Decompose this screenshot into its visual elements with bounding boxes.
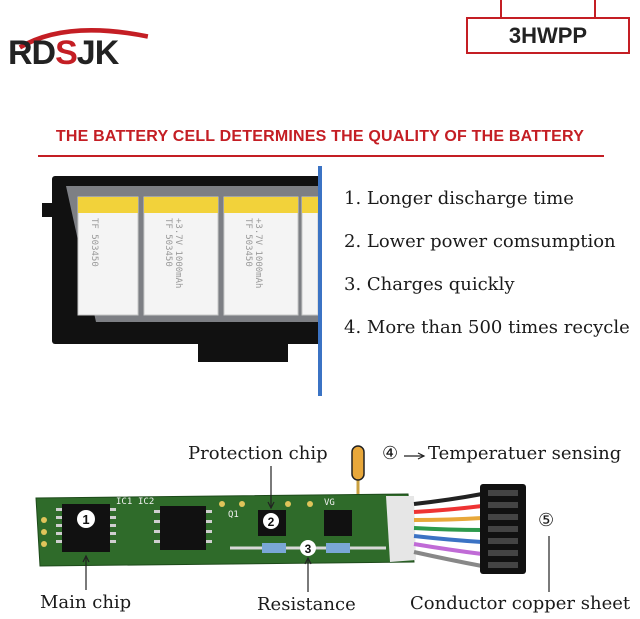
logo-swoosh-icon: [18, 28, 149, 50]
silkscreen-q: Q1: [228, 510, 239, 520]
battery-cell-3: [223, 196, 299, 316]
label-main-chip: Main chip: [40, 592, 132, 613]
cell-2-print-line1: TF 503450: [163, 218, 173, 267]
marker-protection-chip: [263, 513, 279, 529]
cell-2-print-line2: +3.7V 1000mAh: [173, 218, 183, 288]
logo-text-c: JK: [76, 34, 119, 72]
model-box-tick-right: [594, 0, 596, 17]
battery-cell-2-tape: [144, 197, 218, 213]
model-code-box: 3HWPP: [466, 17, 630, 54]
resistor-body-right: [326, 543, 350, 553]
logo-text-a: RD: [8, 34, 56, 72]
marker-main-chip-label: 1: [82, 512, 89, 527]
silkscreen-vg: VG: [324, 498, 335, 508]
label-conductor: Conductor copper sheet: [410, 593, 631, 614]
feature-item: 3. Charges quickly: [344, 274, 515, 295]
label-protection-chip: Protection chip: [188, 443, 328, 464]
label-temperature: Temperatuer sensing: [428, 443, 622, 464]
battery-cell-1-tape: [78, 197, 138, 213]
label-resistance: Resistance: [257, 594, 356, 615]
feature-item: 4. More than 500 times recycle: [344, 317, 630, 338]
silkscreen-ic2: IC2: [138, 497, 154, 507]
pcb-tip: [386, 496, 416, 562]
silkscreen-ic1: IC1: [116, 497, 132, 507]
headline: THE BATTERY CELL DETERMINES THE QUALITY …: [55, 128, 585, 145]
cell-3-print-line1: TF 503450: [243, 218, 253, 267]
marker-temperature: ④: [382, 443, 399, 464]
thermistor: [351, 445, 365, 481]
cell-1-print-line1: TF 503450: [89, 218, 99, 267]
marker-resistance-label: 3: [305, 542, 312, 556]
model-box-tick-left: [500, 0, 502, 17]
battery-cell-3-tape: [224, 197, 298, 213]
feature-item: 1. Longer discharge time: [344, 188, 574, 209]
mosfet-chip: [324, 510, 352, 536]
logo-text-b: S: [55, 34, 78, 72]
headline-underline: [38, 155, 604, 157]
marker-main-chip: [77, 510, 95, 528]
feature-list: 1. Longer discharge time 2. Lower power …: [344, 188, 630, 360]
casing-connector: [198, 330, 288, 362]
battery-cell-4-tape: [302, 197, 318, 213]
cell-3-print-line2: +3.7V 1000mAh: [253, 218, 263, 288]
marker-conductor: ⑤: [538, 510, 555, 531]
resistor-body-left: [262, 543, 286, 553]
battery-cells: [77, 196, 319, 316]
marker-resistance: [300, 540, 316, 556]
casing-tab: [42, 203, 54, 217]
secondary-chip: [160, 506, 206, 550]
feature-item: 2. Lower power comsumption: [344, 231, 616, 252]
blue-divider-bar: [318, 166, 322, 396]
marker-protection-chip-label: 2: [268, 515, 275, 529]
